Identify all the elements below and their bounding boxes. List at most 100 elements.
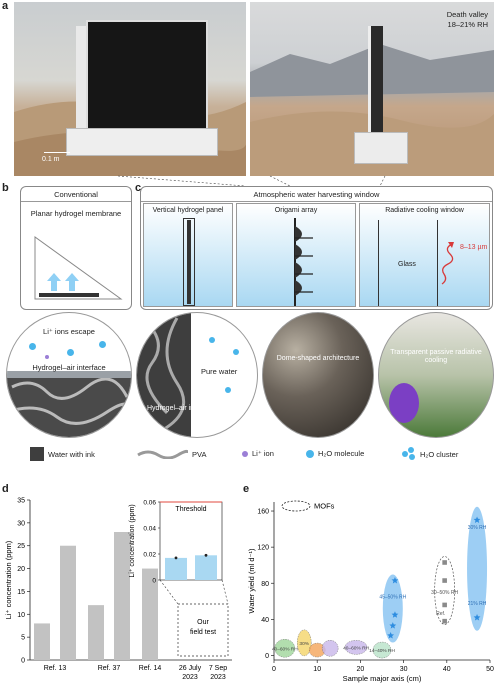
panel-side-view (368, 26, 383, 144)
y-axis-label: Water yield (ml d⁻¹) (247, 548, 256, 613)
subpanel-origami: Origami array (236, 203, 356, 307)
x-tick-label: 0 (272, 666, 276, 673)
subpanel-vertical: Vertical hydrogel panel (143, 203, 233, 307)
x-tick-label: 20 (357, 666, 365, 673)
bar (114, 532, 130, 660)
pure-water-label: Pure water (201, 367, 238, 376)
field-test-label: Our (197, 619, 209, 626)
data-cluster (321, 640, 339, 657)
blue-region (382, 574, 403, 643)
legend-h2o-molecule-label: H₂O molecule (318, 449, 365, 458)
bar (142, 568, 158, 660)
panel-label-e: e (243, 483, 250, 495)
panel-label-c: c (135, 182, 142, 194)
group-label: Ref. 37 (98, 665, 121, 672)
zoom-circle-origami-photo: Dome-shaped architecture (262, 312, 374, 438)
mofs-legend-ellipse (281, 500, 311, 512)
panel-outline (183, 218, 195, 306)
inset-y-tick-label: 0.06 (143, 500, 156, 507)
x-axis-label: Sample major axis (cm) (343, 674, 422, 683)
triangle-diagram (34, 236, 123, 300)
panel-side-frame (76, 26, 86, 134)
glass-label: Glass (398, 261, 416, 268)
humidity-label: 18–21% RH (447, 20, 488, 29)
data-point-square (442, 618, 447, 624)
inset-y-tick-label: 0.02 (143, 552, 156, 559)
divider (21, 201, 131, 202)
subpanel-cooling: Radiative cooling window Glass 8–13 µm (359, 203, 490, 307)
legend-li-ion-label: Li⁺ ion (252, 449, 274, 458)
wavelength-label: 8–13 µm (460, 244, 488, 251)
interface-label: Hydrogel–air interface (32, 363, 106, 372)
hydrogel-air-label: Hydrogel–air interface (147, 405, 216, 412)
y-tick-label: 160 (257, 509, 269, 516)
transparent-cooling-label: Transparent passive radiative cooling (390, 349, 482, 364)
legend-h2o-cluster: H₂O cluster (402, 447, 458, 461)
wave-icon (441, 242, 454, 285)
panel-label-b: b (2, 182, 9, 194)
h2o-cluster-icon (67, 349, 74, 356)
glass-left-edge (378, 220, 379, 306)
cooling-label: Radiative cooling window (385, 207, 464, 214)
x-tick-label: 50 (486, 666, 494, 673)
li-ion-icon (45, 355, 49, 359)
data-cluster (274, 639, 296, 658)
li-escape-label: Li⁺ ions escape (43, 327, 95, 336)
legend-water-ink-label: Water with ink (48, 449, 95, 459)
awh-title: Atmospheric water harvesting window (253, 190, 380, 199)
h2o-molecule-icon (225, 387, 231, 393)
pva-pattern (7, 377, 131, 425)
water-ink-swatch (30, 447, 44, 461)
y-tick-label: 0 (21, 658, 25, 665)
data-point-star (391, 576, 399, 584)
y-tick-label: 80 (261, 581, 269, 588)
data-point-star (473, 516, 481, 523)
conventional-title: Conventional (54, 190, 98, 199)
blue-region-label: 30% RH (468, 525, 487, 531)
pva-pattern (145, 317, 186, 435)
origami-label: Origami array (274, 207, 318, 214)
cluster-label: 40–60% RH (343, 645, 369, 651)
y-axis-label: Li⁺ concentration (ppm) (4, 540, 13, 619)
panel-base-right (354, 132, 408, 164)
inset-bar (165, 557, 187, 580)
cluster-label: 14–40% RH (369, 648, 395, 654)
y-tick-label: 35 (17, 498, 25, 505)
inset-y-tick-label: 0 (152, 578, 156, 585)
x-tick-label: 40 (443, 666, 451, 673)
group-label: Ref. 13 (44, 665, 67, 672)
h2o-molecule-icon (306, 449, 314, 458)
cluster-label: 30% (299, 641, 309, 647)
x-tick-label: 30 (400, 666, 408, 673)
y-tick-label: 120 (257, 545, 269, 552)
threshold-label: Threshold (175, 506, 206, 513)
ref-label: Ref. (436, 611, 445, 617)
data-point-star (473, 613, 481, 621)
legend-h2o-molecule: H₂O molecule (306, 449, 364, 458)
bar (88, 605, 104, 660)
data-cluster (372, 641, 392, 659)
divider (141, 201, 492, 202)
connector-lines (117, 175, 386, 187)
legend-h2o-cluster-label: H₂O cluster (420, 449, 459, 459)
date-label: 2023 (182, 674, 198, 681)
h2o-molecule-icon (233, 349, 239, 355)
field-test-box (177, 603, 229, 657)
y-tick-label: 20 (17, 566, 25, 573)
blue-region-label: 21% RH (468, 601, 487, 607)
panel-base (66, 128, 218, 156)
pva-icon (137, 449, 188, 459)
y-tick-label: 25 (17, 543, 25, 550)
y-tick-label: 40 (261, 617, 269, 624)
h2o-molecule-icon (209, 337, 215, 343)
legend-pva: PVA (136, 449, 206, 459)
h2o-cluster-icon (99, 341, 106, 348)
inset-y-tick-label: 0.04 (143, 526, 156, 533)
h2o-cluster-icon (29, 343, 36, 350)
gray-region (434, 556, 455, 625)
origami-diagram (294, 218, 313, 306)
zoom-circle-cooling-photo: Transparent passive radiative cooling (378, 312, 494, 438)
panel-label-d: d (2, 483, 9, 495)
